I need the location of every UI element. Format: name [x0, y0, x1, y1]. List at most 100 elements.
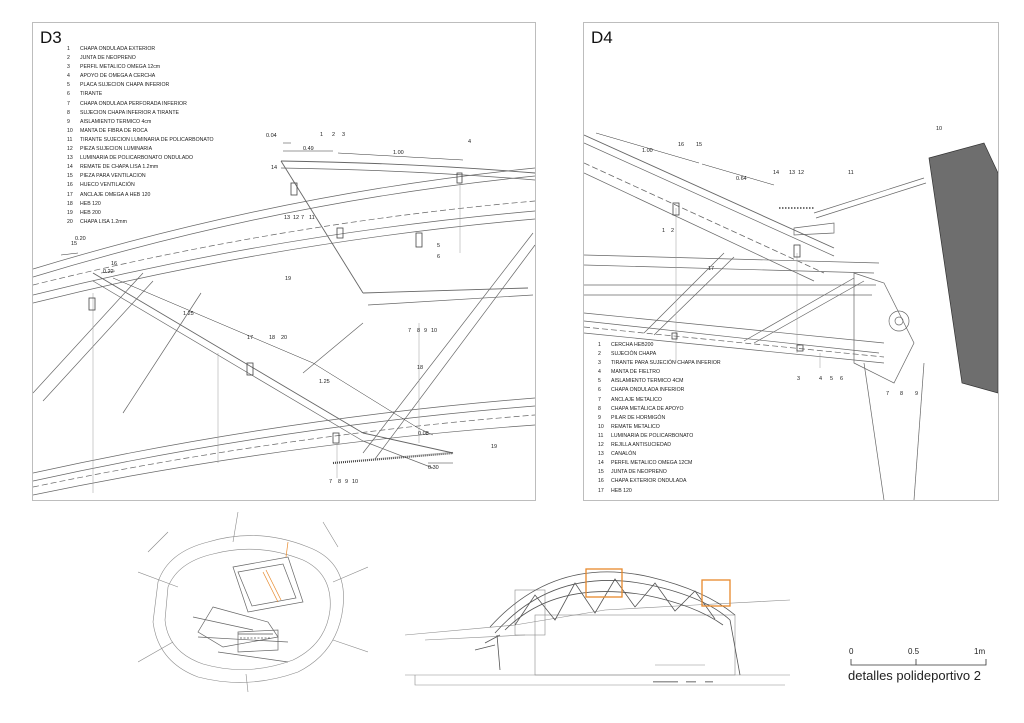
callout-label: 10	[352, 479, 359, 485]
callout-label: 8	[338, 479, 342, 485]
callout-label: 7	[886, 391, 890, 397]
dimension-label: 0.49	[303, 146, 314, 152]
callout-label: 7	[301, 215, 305, 221]
d3-highlight-box	[585, 568, 623, 598]
dimension-label: 1.00	[642, 148, 653, 154]
callout-label: 6	[840, 376, 844, 382]
detail-d3-drawing	[33, 142, 535, 496]
callout-label: 6	[437, 254, 441, 260]
dimension-label: 0.30	[428, 465, 439, 471]
callout-label: 3	[342, 132, 346, 138]
callout-label: 5	[830, 376, 834, 382]
scale-bar-line	[850, 659, 987, 666]
callout-label: 7	[329, 479, 333, 485]
callout-label: 16	[678, 142, 685, 148]
sheet-title: detalles polideportivo 2	[848, 668, 981, 683]
callout-label: 15	[696, 142, 703, 148]
callout-label: 18	[269, 335, 276, 341]
callout-label: 3	[797, 376, 801, 382]
callout-label: 4	[819, 376, 823, 382]
callout-label: 11	[848, 170, 854, 176]
callout-label: 1	[320, 132, 324, 138]
scale-label-half: 0.5	[908, 647, 920, 656]
dimension-label: 0.20	[75, 236, 86, 242]
callout-label: 8	[900, 391, 904, 397]
callout-label: 18	[417, 365, 424, 371]
callout-label: 1	[662, 228, 666, 234]
callout-label: 10	[431, 328, 438, 334]
callout-label: 19	[285, 276, 292, 282]
scale-label-1m: 1m	[974, 647, 986, 656]
callout-label: 16	[111, 261, 118, 267]
callout-label: 11	[309, 215, 315, 221]
callout-label: 9	[345, 479, 349, 485]
scale-bar: 0 0.5 1m	[846, 645, 996, 690]
d4-highlight-box	[701, 579, 731, 607]
callout-label: 9	[915, 391, 919, 397]
callout-label: 5	[437, 243, 441, 249]
detail-d4-drawing	[584, 132, 998, 500]
dimension-label: 1.00	[393, 150, 404, 156]
dimension-label: 1.25	[183, 311, 194, 317]
site-plan-drawing	[138, 512, 368, 692]
callout-label: 7	[408, 328, 412, 334]
dimension-label: 0.08	[418, 431, 429, 437]
detail-d4-title: D4	[591, 28, 613, 47]
callout-label: 12	[798, 170, 805, 176]
callout-label: 19	[491, 444, 498, 450]
callout-label: 20	[281, 335, 288, 341]
dimension-label: 0.22	[103, 269, 114, 275]
callout-label: 2	[332, 132, 336, 138]
callout-label: 2	[671, 228, 675, 234]
dimension-label: 0.64	[736, 176, 747, 182]
callout-label: 8	[417, 328, 421, 334]
detail-d3-title: D3	[40, 28, 62, 47]
callout-label: 13	[789, 170, 796, 176]
callout-label: 4	[468, 139, 472, 145]
section-view-drawing	[405, 568, 790, 686]
dimension-label: 1.25	[319, 379, 330, 385]
dimension-label: 0.04	[266, 133, 277, 139]
callout-label: 13	[284, 215, 291, 221]
callout-label: 17	[708, 266, 715, 272]
callout-label: 14	[271, 165, 278, 171]
scale-label-0: 0	[849, 647, 854, 656]
